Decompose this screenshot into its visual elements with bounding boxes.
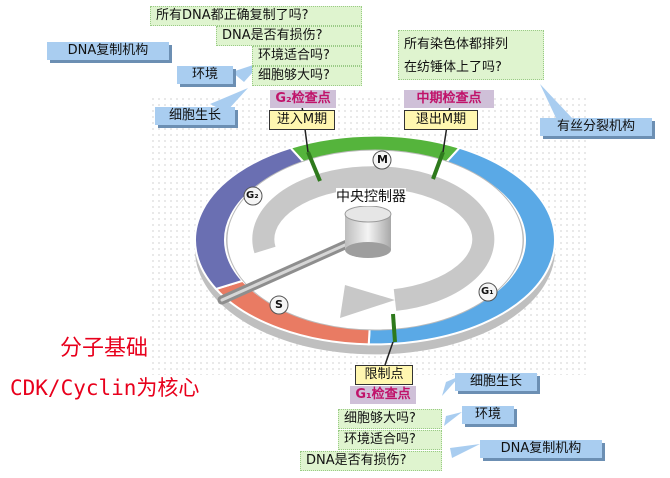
- question-environment: 环境适合吗?: [252, 46, 362, 66]
- cycle-arrowhead: [340, 285, 395, 318]
- g1-checkpoint-title: G₁检查点: [350, 386, 416, 404]
- question-cell-size-bottom: 细胞够大吗?: [338, 409, 442, 429]
- bubble-tail: [210, 88, 248, 112]
- phase-s-circle: [269, 295, 289, 315]
- question-chromosomes-line1: 所有染色体都排列: [404, 37, 509, 52]
- g2-checkpoint-marker: [306, 151, 322, 182]
- bubble-tail: [540, 84, 572, 118]
- phase-g2-label: G₂: [246, 190, 259, 201]
- controller-knob-base: [345, 242, 391, 258]
- phase-m-circle: [372, 150, 392, 170]
- m-checkpoint-marker: [431, 151, 445, 180]
- mechanism-cell-growth-bottom: 细胞生长: [455, 373, 537, 391]
- g1-checkpoint-label: 限制点: [355, 365, 413, 385]
- m-checkpoint-title: 中期检查点: [404, 90, 494, 108]
- mechanism-environment-bottom: 环境: [462, 406, 514, 424]
- g2-checkpoint-label: 进入M期: [269, 110, 335, 130]
- phase-g1-label: G₁: [481, 286, 494, 297]
- caption-line2: CDK/Cyclin为核心: [10, 376, 200, 400]
- question-dna-damage-bottom: DNA是否有损伤?: [300, 451, 442, 471]
- g1-checkpoint-marker: [391, 313, 397, 343]
- controller-lever-highlight: [220, 234, 367, 302]
- mechanism-mitosis: 有丝分裂机构: [540, 118, 652, 136]
- phase-g1-circle: [478, 282, 498, 302]
- phase-s-label: S: [275, 298, 283, 311]
- mechanism-dna-replication-bottom: DNA复制机构: [480, 440, 602, 458]
- mechanism-environment: 环境: [177, 66, 233, 84]
- question-environment-bottom: 环境适合吗?: [338, 430, 442, 450]
- question-chromosomes: 所有染色体都排列 在纺锤体上了吗?: [398, 30, 544, 80]
- caption-line1: 分子基础: [60, 336, 149, 361]
- bubble-tail: [450, 444, 480, 458]
- cycle-arrow-track: [252, 166, 495, 311]
- controller-knob-top: [344, 205, 392, 223]
- phase-g2-circle: [243, 186, 263, 206]
- mechanism-cell-growth: 细胞生长: [155, 107, 235, 125]
- phase-m-label: M: [377, 153, 388, 166]
- ring-segment-g2: [194, 146, 307, 291]
- g1-connector: [384, 341, 394, 366]
- question-dna-replicated: 所有DNA都正确复制了吗?: [150, 6, 362, 26]
- question-cell-size: 细胞够大吗?: [252, 66, 362, 86]
- m-checkpoint-label: 退出M期: [404, 110, 478, 130]
- mechanism-dna-replication: DNA复制机构: [47, 42, 169, 60]
- question-dna-damage: DNA是否有损伤?: [216, 26, 362, 46]
- g2-checkpoint-title: G₂检查点: [270, 90, 336, 108]
- central-controller-label: 中央控制器: [336, 188, 406, 206]
- question-chromosomes-line2: 在纺锤体上了吗?: [404, 60, 502, 75]
- bubble-tail: [444, 412, 462, 426]
